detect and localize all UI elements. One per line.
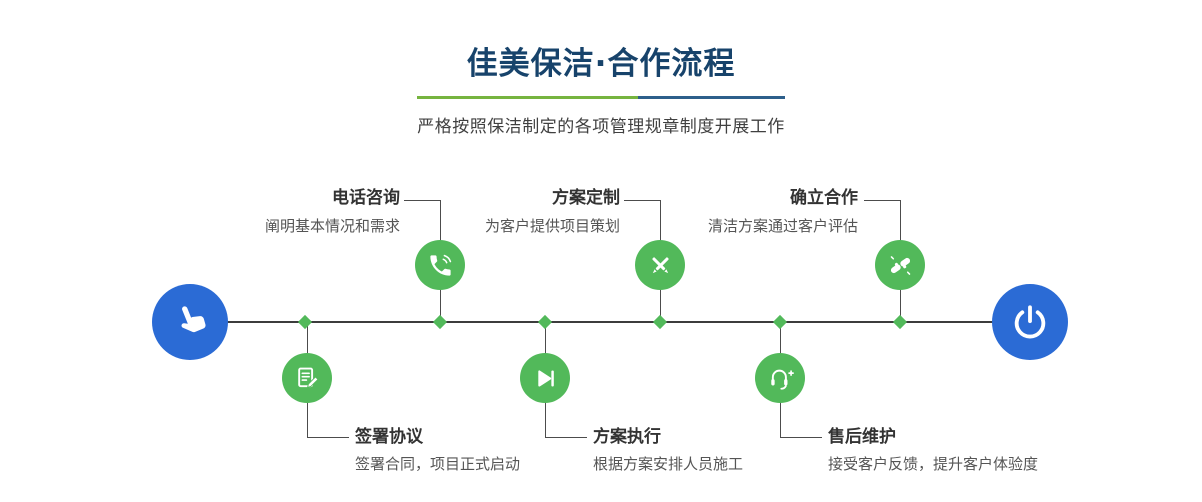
- page-subtitle: 严格按照保洁制定的各项管理规章制度开展工作: [417, 117, 785, 137]
- power-icon: [1014, 305, 1046, 339]
- step-node: [635, 240, 685, 290]
- step-node: [282, 353, 332, 403]
- customer-service-icon: [770, 369, 794, 390]
- connector-line: [404, 200, 440, 201]
- contract-icon: [297, 367, 319, 388]
- divider-blue-segment: [637, 96, 785, 99]
- design-tools-icon: [651, 256, 669, 273]
- connector-line: [307, 437, 349, 438]
- phone-icon: [429, 254, 451, 276]
- step-title: 电话咨询: [332, 188, 400, 208]
- title-divider: [417, 96, 785, 99]
- step-title: 确立合作: [790, 188, 858, 208]
- step-desc: 接受客户反馈，提升客户体验度: [828, 455, 1039, 473]
- divider-green-segment: [417, 96, 638, 99]
- handshake-icon: [890, 255, 910, 275]
- connector-line: [624, 200, 660, 201]
- step-desc: 清洁方案通过客户评估: [707, 217, 858, 235]
- step-title: 售后维护: [828, 427, 896, 447]
- step-desc: 根据方案安排人员施工: [593, 455, 744, 473]
- diamond-marker: [432, 314, 448, 330]
- step-desc: 为客户提供项目策划: [484, 217, 620, 235]
- connector-line: [864, 200, 900, 201]
- step-title: 方案定制: [552, 188, 620, 208]
- timeline-start-node: [152, 284, 228, 360]
- step-node: [520, 353, 570, 403]
- step-node: [755, 353, 805, 403]
- timeline-end-node: [992, 284, 1068, 360]
- step-title: 方案执行: [593, 427, 661, 447]
- diamond-marker: [537, 314, 553, 330]
- page-title: 佳美保洁·合作流程: [466, 46, 736, 82]
- diamond-marker: [772, 314, 788, 330]
- step-title: 签署协议: [355, 427, 423, 447]
- hand-pointer-icon: [181, 306, 206, 333]
- step-node: [415, 240, 465, 290]
- timeline-line: [190, 321, 1030, 323]
- connector-line: [545, 437, 587, 438]
- play-icon: [537, 369, 554, 387]
- step-node: [875, 240, 925, 290]
- connector-line: [780, 437, 822, 438]
- diamond-marker: [297, 314, 313, 330]
- step-desc: 签署合同，项目正式启动: [355, 455, 521, 473]
- diamond-marker: [892, 314, 908, 330]
- diamond-marker: [652, 314, 668, 330]
- step-desc: 阐明基本情况和需求: [264, 217, 400, 235]
